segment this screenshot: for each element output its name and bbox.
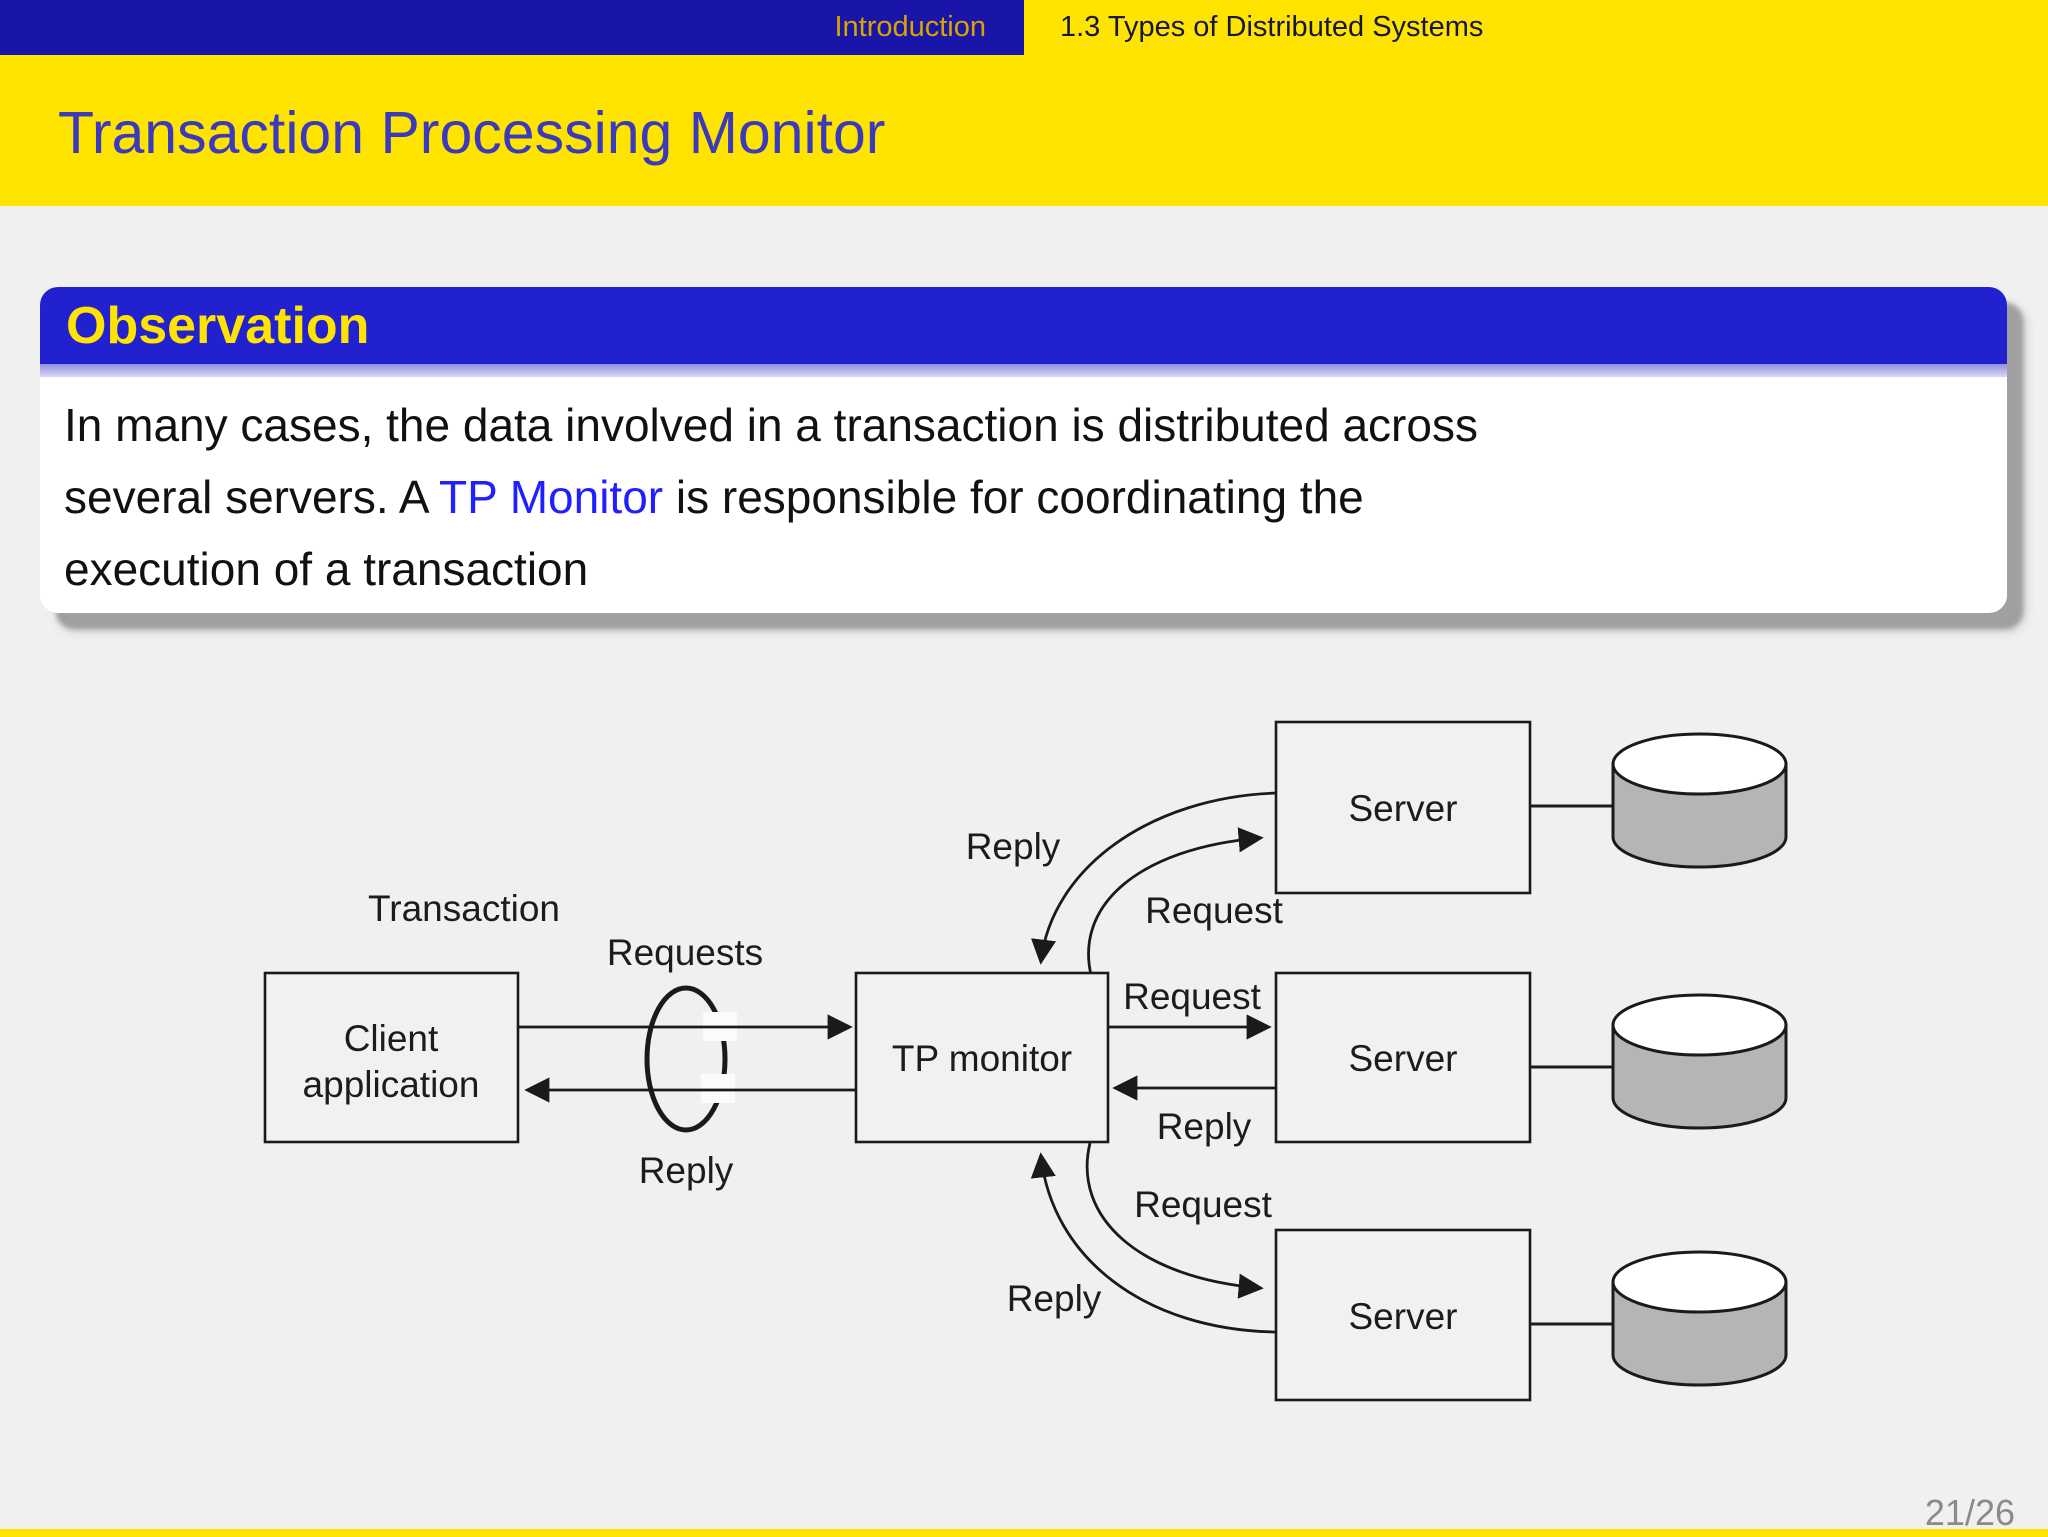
server-box-2: [1274, 971, 1532, 1144]
section-label: Introduction: [834, 11, 986, 43]
observation-line2-text-after: is responsible for coordinating the: [663, 471, 1364, 523]
header-subsection-area: 1.3 Types of Distributed Systems: [1024, 0, 2048, 55]
requests-label: Requests: [607, 932, 763, 973]
database-cylinder-1: [1611, 732, 1788, 869]
tp-monitor-diagram: Client application TP monitor Server Ser…: [263, 720, 1788, 1402]
top-request-label: Request: [1145, 890, 1284, 931]
request-arrow-tp-to-server3: [1085, 1142, 1264, 1299]
observation-title: Observation: [66, 296, 370, 355]
top-reply-label: Reply: [966, 826, 1061, 867]
observation-line2-text: several servers. A: [64, 471, 439, 523]
transaction-scope-ellipse: [644, 985, 728, 1133]
page-number: 21/26: [1924, 1492, 2015, 1533]
header-section-area: Introduction: [0, 0, 1024, 55]
client-box-label-line1: Client: [344, 1018, 439, 1059]
mid-reply-label: Reply: [1157, 1106, 1252, 1147]
page-title: Transaction Processing Monitor: [58, 100, 886, 166]
title-band: Transaction Processing Monitor: [0, 55, 2048, 206]
ellipse-gap-bottom: [701, 1074, 735, 1103]
bottom-request-label: Request: [1134, 1184, 1273, 1225]
client-application-box: [263, 971, 520, 1144]
observation-header: Observation: [40, 287, 2007, 364]
observation-header-divider: [40, 364, 2007, 377]
server-box-1: [1274, 720, 1532, 895]
reply-arrow-server3-to-tp: [1030, 1152, 1277, 1334]
client-reply-label: Reply: [639, 1150, 734, 1191]
database-cylinder-3: [1611, 1250, 1788, 1387]
transaction-label: Transaction: [368, 888, 560, 929]
database-cylinder-2: [1611, 993, 1788, 1130]
subsection-label: 1.3 Types of Distributed Systems: [1060, 11, 1484, 43]
tp-monitor-link: TP Monitor: [439, 471, 664, 523]
footer-accent-strip: [0, 1529, 2048, 1537]
server1-label: Server: [1349, 788, 1458, 829]
header-bar: Introduction 1.3 Types of Distributed Sy…: [0, 0, 2048, 55]
observation-line-3: execution of a transaction: [64, 543, 589, 595]
server2-label: Server: [1349, 1038, 1458, 1079]
server3-label: Server: [1349, 1296, 1458, 1337]
bottom-reply-label: Reply: [1007, 1278, 1102, 1319]
tp-monitor-box-label: TP monitor: [892, 1038, 1072, 1079]
server-box-3: [1274, 1228, 1532, 1402]
request-arrow-tp-to-server1: [1087, 827, 1264, 980]
observation-line-1: In many cases, the data involved in a tr…: [64, 399, 1478, 451]
observation-line-2: several servers. A TP Monitor is respons…: [64, 461, 1983, 533]
observation-card: Observation In many cases, the data invo…: [40, 287, 2007, 613]
tp-monitor-box: [854, 971, 1110, 1144]
mid-request-label: Request: [1123, 976, 1262, 1017]
client-box-label-line2: application: [303, 1064, 480, 1105]
observation-body: In many cases, the data involved in a tr…: [40, 377, 2007, 605]
reply-arrow-server1-to-tp: [1031, 791, 1278, 965]
